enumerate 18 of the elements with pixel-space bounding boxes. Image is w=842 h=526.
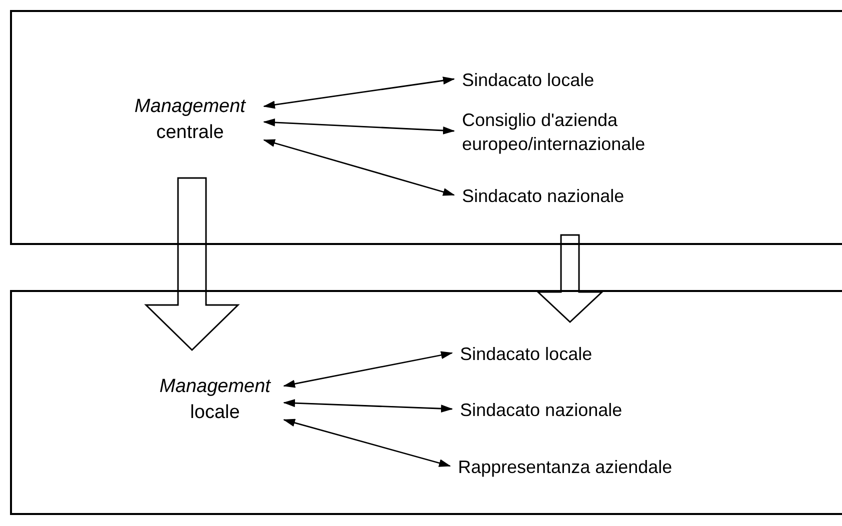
management-label: Management locale bbox=[158, 375, 272, 425]
double-arrow bbox=[283, 418, 451, 467]
party-label: Sindacato locale bbox=[462, 69, 596, 92]
double-arrow bbox=[283, 351, 453, 388]
party-label: Sindacato nazionale bbox=[462, 185, 626, 208]
party-label: Sindacato nazionale bbox=[460, 399, 624, 422]
party-label: Rappresentanza aziendale bbox=[458, 456, 674, 479]
double-arrow bbox=[263, 118, 455, 134]
party-label: Consiglio d'azienda europeo/internazionale bbox=[462, 109, 646, 156]
block-arrow bbox=[144, 177, 240, 352]
party-label: Sindacato locale bbox=[460, 343, 594, 366]
double-arrow bbox=[263, 139, 455, 196]
double-arrow bbox=[263, 76, 455, 109]
band-frame bbox=[10, 290, 842, 515]
double-arrow bbox=[283, 399, 453, 413]
management-label: Management centrale bbox=[134, 95, 247, 145]
band-frame bbox=[10, 10, 842, 245]
block-arrow bbox=[536, 234, 604, 324]
